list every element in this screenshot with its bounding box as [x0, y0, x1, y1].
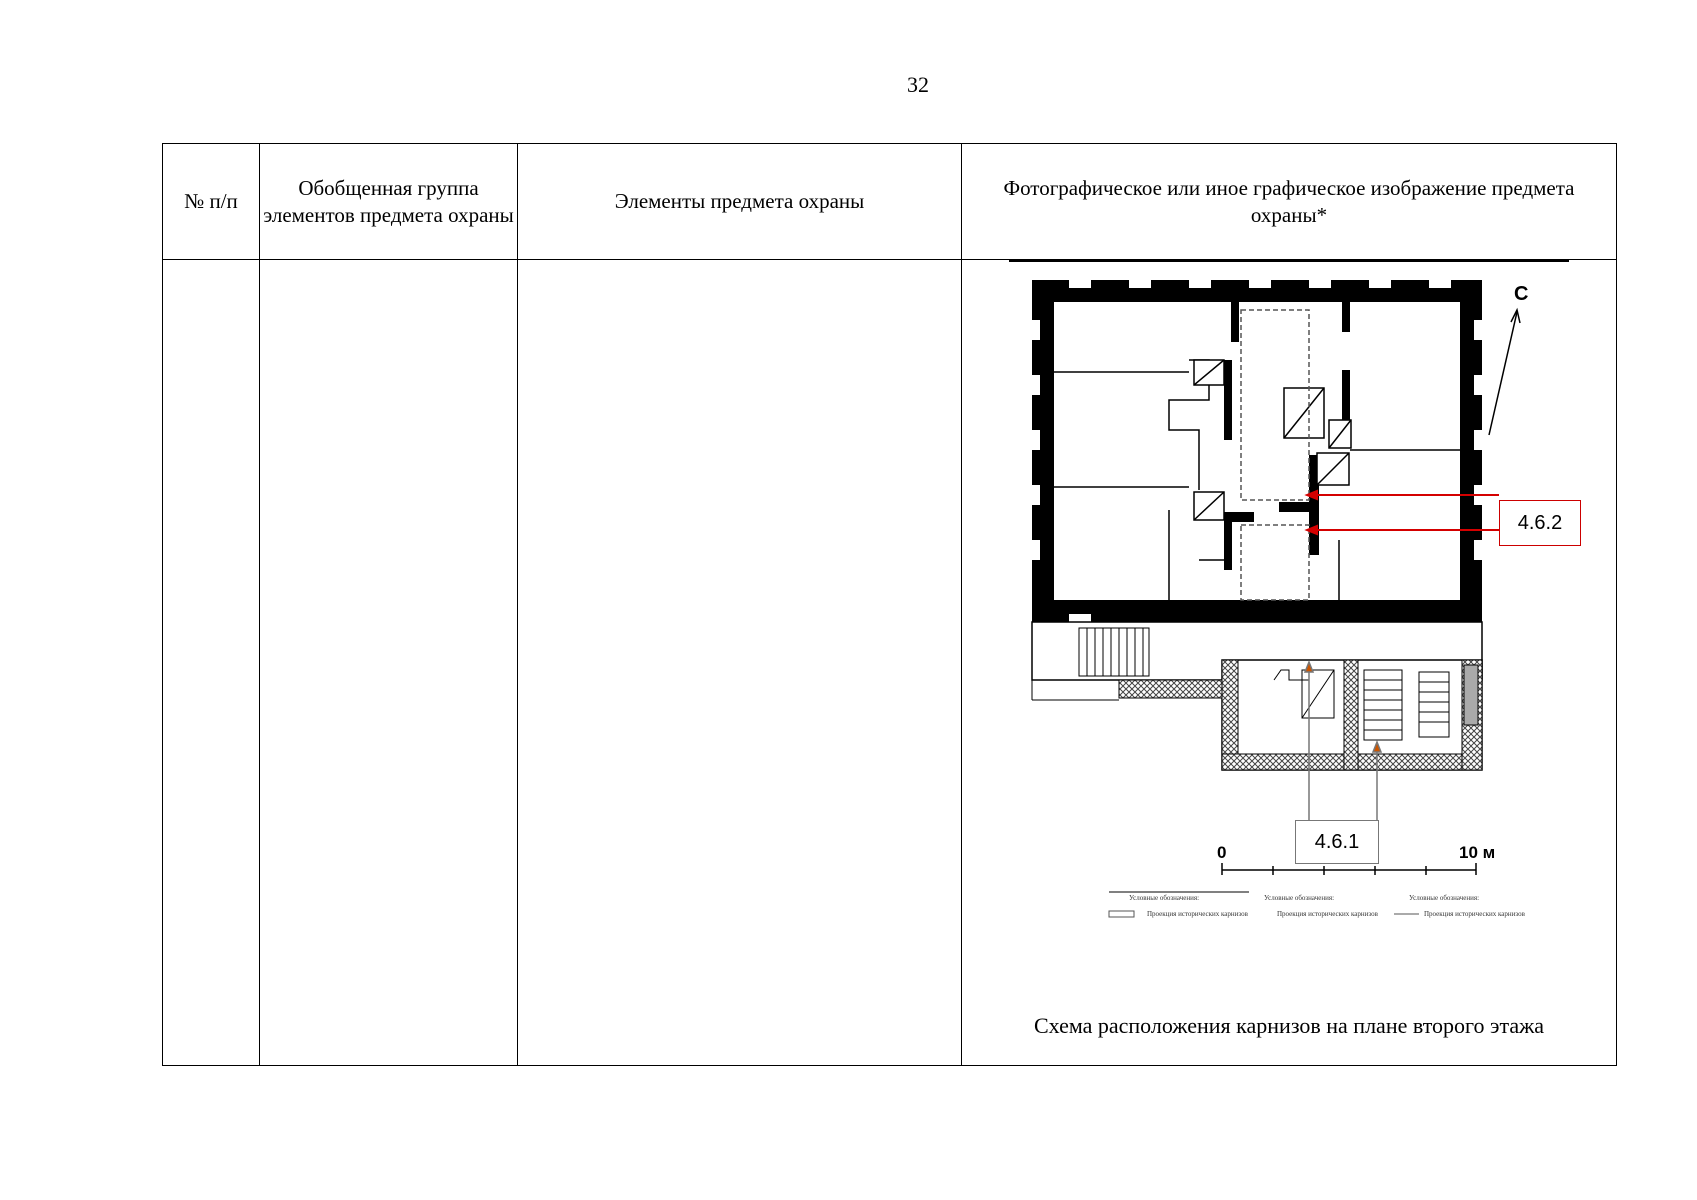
- legend-item-3: Проекция исторических карнизов: [1424, 910, 1526, 918]
- scale-end-label: 10 м: [1459, 843, 1495, 862]
- callout-label-4-6-2: 4.6.2: [1499, 500, 1581, 546]
- header-elements: Элементы предмета охраны: [517, 143, 962, 260]
- legend-item-2: Проекция исторических карнизов: [1277, 910, 1379, 918]
- cell-elements: [517, 259, 962, 1066]
- cell-figure: С: [961, 259, 1617, 1066]
- legend-title-1: Условные обозначения:: [1129, 894, 1199, 902]
- north-label: С: [1514, 283, 1528, 305]
- annex-walls: [1031, 621, 1483, 771]
- callout-label-4-6-1: 4.6.1: [1295, 820, 1379, 864]
- legend-title-3: Условные обозначения:: [1409, 894, 1479, 902]
- scale-start-label: 0: [1217, 843, 1226, 862]
- header-group: Обобщенная группа элементов предмета охр…: [259, 143, 518, 260]
- cell-number: [162, 259, 260, 1066]
- north-arrow-icon: С: [1488, 283, 1528, 436]
- floor-plan-diagram: С: [1009, 260, 1569, 918]
- interior-lines: [1054, 359, 1460, 600]
- callout-4-6-2-arrows: [1304, 489, 1499, 536]
- main-block-walls: [1032, 280, 1482, 622]
- table-row: С: [162, 259, 1617, 1066]
- legend-title-2: Условные обозначения:: [1264, 894, 1334, 902]
- interior-walls: [1224, 302, 1350, 570]
- legend-item-1: Проекция исторических карнизов: [1147, 910, 1249, 918]
- header-number: № п/п: [162, 143, 260, 260]
- header-image: Фотографическое или иное графическое изо…: [961, 143, 1617, 260]
- scale-bar: [1221, 863, 1477, 875]
- legend: Условные обозначения: Условные обозначен…: [1108, 891, 1526, 918]
- page-number: 32: [907, 72, 929, 97]
- annex-stairs: [1031, 627, 1450, 741]
- figure-caption: Схема расположения карнизов на плане вто…: [1033, 1013, 1545, 1038]
- table-header-row: № п/п Обобщенная группа элементов предме…: [162, 143, 1617, 260]
- protection-table: № п/п Обобщенная группа элементов предме…: [162, 143, 1617, 1066]
- stair-boxes: [1193, 359, 1352, 521]
- callout-4-6-1-arrows: [1303, 659, 1383, 820]
- cell-group: [259, 259, 518, 1066]
